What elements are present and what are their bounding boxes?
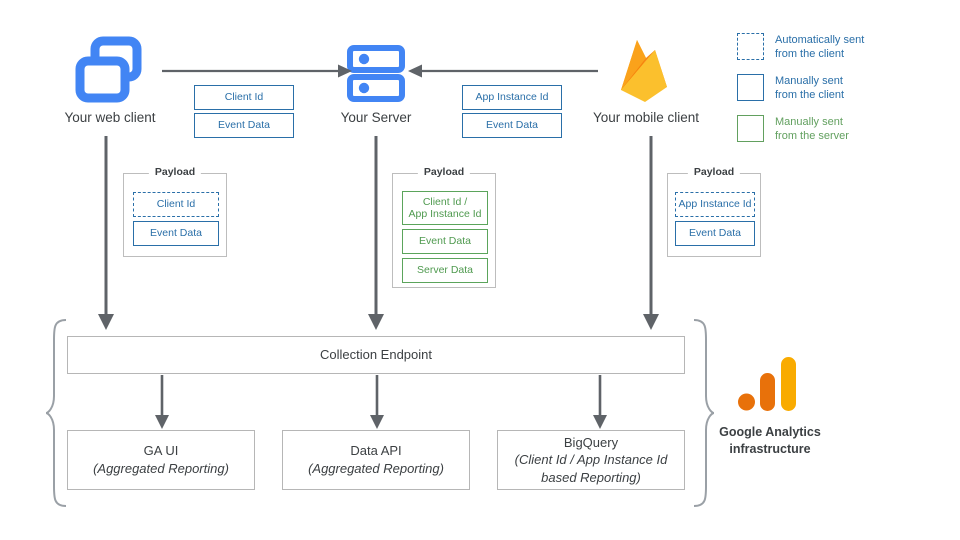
collection-endpoint-box: Collection Endpoint — [67, 336, 685, 374]
google-analytics-logo — [738, 357, 796, 411]
infrastructure-caption-line1: Google Analytics — [719, 425, 821, 439]
mobile-client-node — [615, 34, 677, 106]
legend-swatch-solid-blue — [737, 74, 764, 101]
legend-line1: Automatically sent — [775, 34, 865, 46]
flow-chip-web-client-id: Client Id — [194, 85, 294, 110]
payload-item-server-data: Server Data — [402, 258, 488, 283]
mobile-client-label: Your mobile client — [592, 110, 700, 125]
server-payload-group: Payload Client Id / App Instance Id Even… — [392, 166, 496, 288]
arrow-endpoint-to-ga-ui — [155, 375, 169, 429]
legend-text-manual-server: Manually sent from the server — [775, 115, 849, 144]
output-box-ga-ui: GA UI (Aggregated Reporting) — [67, 430, 255, 490]
legend-text-manual-client: Manually sent from the client — [775, 74, 844, 103]
mobile-payload-group: Payload App Instance Id Event Data — [667, 166, 761, 257]
browser-windows-icon — [75, 36, 142, 103]
output-subtitle-bigquery: (Client Id / App Instance Id based Repor… — [514, 452, 668, 485]
infrastructure-bracket-right — [693, 319, 715, 507]
payload-item-event-data: Event Data — [675, 221, 755, 246]
infrastructure-caption: Google Analytics infrastructure — [690, 424, 850, 458]
web-client-node — [70, 34, 150, 106]
output-title-bigquery: BigQuery — [563, 434, 619, 450]
web-client-label: Your web client — [64, 110, 156, 125]
arrow-endpoint-to-bigquery — [593, 375, 607, 429]
mobile-payload-title: Payload — [687, 166, 741, 178]
server-label: Your Server — [340, 110, 412, 125]
server-rack-icon — [347, 45, 405, 102]
arrow-web-to-server — [162, 64, 352, 78]
web-payload-group: Payload Client Id Event Data — [123, 166, 227, 257]
arrow-server-down — [368, 136, 384, 330]
server-node — [345, 44, 407, 106]
arrow-mobile-to-server — [408, 64, 598, 78]
arrow-web-down — [98, 136, 114, 330]
output-title-ga-ui: GA UI — [143, 443, 179, 459]
output-subtitle-ga-ui: (Aggregated Reporting) — [93, 461, 229, 476]
legend-line2: from the client — [775, 48, 845, 61]
legend-text-auto-client: Automatically sent from the client — [775, 33, 864, 62]
flow-chip-web-event-data: Event Data — [194, 113, 294, 138]
legend-swatch-dashed-blue — [737, 33, 764, 60]
collection-endpoint-label: Collection Endpoint — [319, 347, 433, 363]
output-subtitle-data-api: (Aggregated Reporting) — [308, 461, 444, 476]
legend-line2: from the server — [775, 130, 849, 143]
server-payload-title: Payload — [417, 166, 471, 178]
legend-line1: Manually sent — [775, 75, 843, 87]
web-payload-title: Payload — [148, 166, 202, 178]
flow-chip-mobile-event-data: Event Data — [462, 113, 562, 138]
payload-item-client-id: Client Id — [133, 192, 219, 217]
firebase-flame-icon — [621, 40, 667, 102]
legend-line1: Manually sent — [775, 116, 843, 128]
google-analytics-infrastructure — [735, 355, 805, 413]
infrastructure-caption-line2: infrastructure — [729, 441, 811, 456]
payload-item-event-data: Event Data — [402, 229, 488, 254]
legend-line2: from the client — [775, 89, 845, 102]
arrow-endpoint-to-data-api — [370, 375, 384, 429]
legend-item-manual-server: Manually sent from the server — [737, 115, 849, 144]
payload-item-client-or-app-instance-id: Client Id / App Instance Id — [402, 191, 488, 225]
arrow-mobile-down — [643, 136, 659, 330]
output-box-data-api: Data API (Aggregated Reporting) — [282, 430, 470, 490]
infrastructure-bracket-left — [45, 319, 67, 507]
output-box-bigquery: BigQuery (Client Id / App Instance Id ba… — [497, 430, 685, 490]
legend-item-auto-client: Automatically sent from the client — [737, 33, 864, 62]
payload-item-app-instance-id: App Instance Id — [675, 192, 755, 217]
output-title-data-api: Data API — [350, 443, 402, 459]
payload-item-event-data: Event Data — [133, 221, 219, 246]
legend-swatch-solid-green — [737, 115, 764, 142]
legend-item-manual-client: Manually sent from the client — [737, 74, 844, 103]
flow-chip-mobile-app-instance-id: App Instance Id — [462, 85, 562, 110]
